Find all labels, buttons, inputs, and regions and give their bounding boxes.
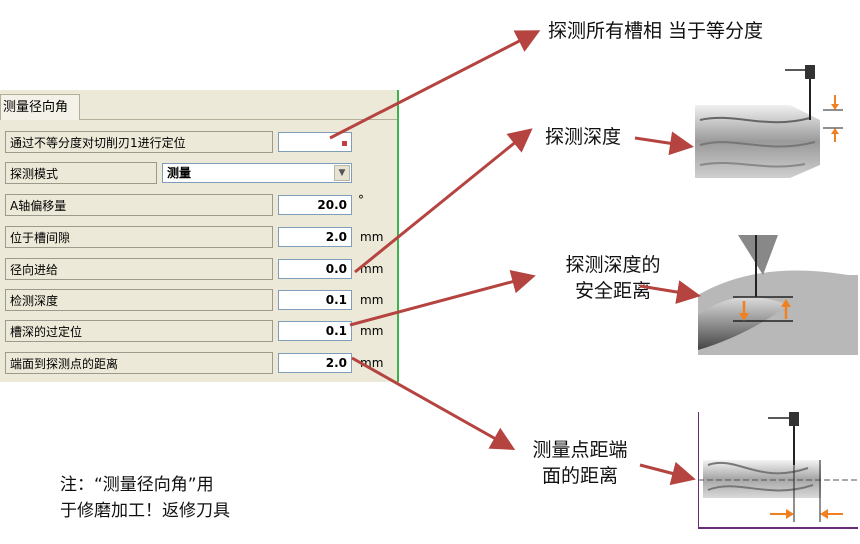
probe-mode-value: 测量 bbox=[167, 166, 192, 180]
flute-gap-field[interactable]: 2.0 bbox=[278, 227, 352, 247]
end-distance-field[interactable]: 2.0 bbox=[278, 353, 352, 373]
tab-radial-angle[interactable]: 测量径向角 bbox=[0, 94, 80, 120]
a-axis-offset-unit: ° bbox=[358, 193, 364, 207]
flute-overposition-unit: mm bbox=[360, 324, 384, 338]
tab-divider bbox=[80, 119, 397, 120]
flute-gap-unit: mm bbox=[360, 230, 384, 244]
annotation-safe-line1: 探测深度的 bbox=[565, 254, 661, 276]
row-label-probe-depth: 检测深度 bbox=[5, 289, 273, 311]
drill-depth-illustration bbox=[695, 65, 843, 178]
row-label-probe-mode: 探测模式 bbox=[5, 162, 157, 184]
row-label-radial-feed: 径向进给 bbox=[5, 258, 273, 280]
annotation-depth: 探测深度 bbox=[545, 126, 622, 148]
note-line2: 于修磨加工！返修刀具 bbox=[60, 501, 230, 521]
annotation-safe-distance: 探测深度的 安全距离 bbox=[548, 252, 678, 304]
chevron-down-icon[interactable]: ▼ bbox=[334, 165, 350, 181]
note-text: 注：“测量径向角”用 于修磨加工！返修刀具 bbox=[60, 472, 230, 524]
row-label-end-distance: 端面到探测点的距离 bbox=[5, 352, 273, 374]
annotation-end-distance: 测量点距端 面的距离 bbox=[520, 437, 640, 489]
a-axis-offset-field[interactable]: 20.0 bbox=[278, 195, 352, 215]
annotation-all-flutes: 探测所有槽相 当于等分度 bbox=[548, 20, 764, 42]
probe-mode-select[interactable]: 测量 ▼ bbox=[162, 163, 352, 183]
safe-distance-illustration bbox=[698, 235, 858, 355]
end-distance-illustration bbox=[698, 412, 858, 529]
row-label-index-position: 通过不等分度对切削刃1进行定位 bbox=[5, 131, 273, 153]
row-label-flute-gap: 位于槽间隙 bbox=[5, 226, 273, 248]
radial-feed-unit: mm bbox=[360, 262, 384, 276]
annotation-safe-line2: 安全距离 bbox=[574, 280, 651, 302]
probe-depth-field[interactable]: 0.1 bbox=[278, 290, 352, 310]
radial-feed-field[interactable]: 0.0 bbox=[278, 259, 352, 279]
annotation-end-line2: 面的距离 bbox=[541, 465, 618, 487]
row-label-a-axis-offset: A轴偏移量 bbox=[5, 194, 273, 216]
note-line1: 注：“测量径向角”用 bbox=[60, 475, 214, 495]
annotation-end-line1: 测量点距端 bbox=[532, 439, 628, 461]
flute-overposition-field[interactable]: 0.1 bbox=[278, 321, 352, 341]
probe-depth-unit: mm bbox=[360, 293, 384, 307]
row-label-flute-overposition: 槽深的过定位 bbox=[5, 320, 273, 342]
marker-icon bbox=[342, 141, 347, 146]
